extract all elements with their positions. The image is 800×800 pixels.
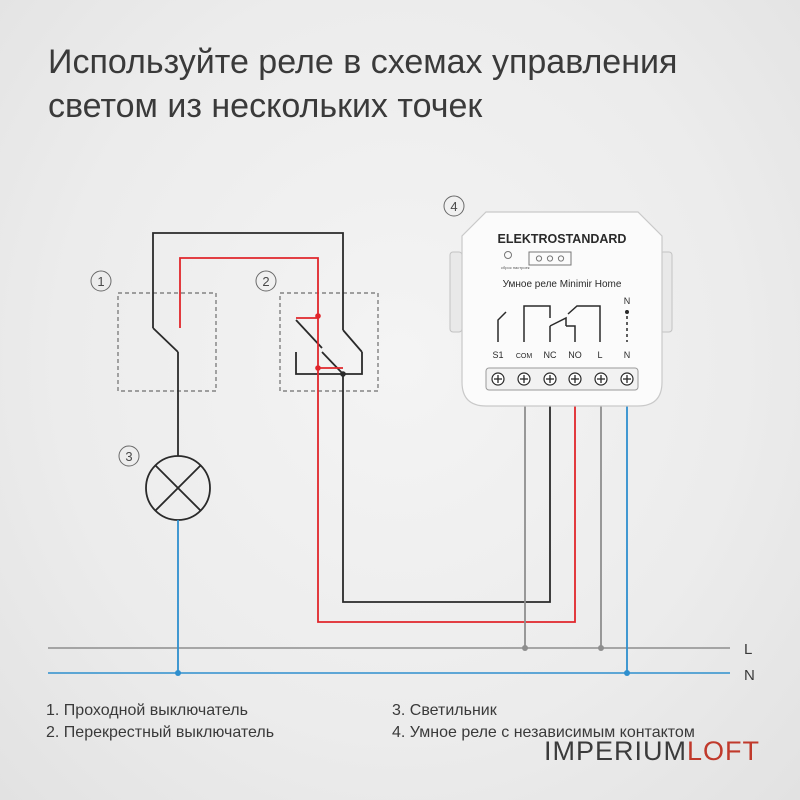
terminal-label-nc: NC xyxy=(544,350,557,360)
terminal-screw-com xyxy=(517,372,531,386)
terminal-screw-s1 xyxy=(491,372,505,386)
legend-item-2: 2. Перекрестный выключатель xyxy=(46,724,275,741)
node-s1-l xyxy=(522,645,528,651)
terminal-label-no: NO xyxy=(568,350,582,360)
relay-internal-n-dot xyxy=(625,310,629,314)
relay-internal-s1 xyxy=(497,311,507,342)
marker-2: 2 xyxy=(255,270,277,292)
relay-internal-no xyxy=(566,325,576,342)
switch-2-node-red-top xyxy=(315,313,321,319)
svg-text:2: 2 xyxy=(262,274,269,289)
legend-left: 1. Проходной выключатель 2. Перекрестный… xyxy=(46,700,274,744)
terminal-screw-n xyxy=(620,372,634,386)
terminal-label-s1: S1 xyxy=(492,350,503,360)
relay-reset-label: сброс настроек xyxy=(501,265,530,270)
relay-led-1 xyxy=(535,255,543,262)
traveler-wire-black xyxy=(152,232,344,322)
brand-logo: IMPERIUMLOFT xyxy=(544,736,760,767)
traveler-wire-red xyxy=(179,257,319,322)
relay-internal-switch xyxy=(549,316,567,327)
relay-led-2 xyxy=(546,255,554,262)
brand-main: IMPERIUM xyxy=(543,736,687,766)
terminal-label-l: L xyxy=(597,350,602,360)
relay-neutral-mark: N xyxy=(624,296,631,306)
legend-item-3: 3. Светильник xyxy=(392,702,497,719)
legend-item-1: 1. Проходной выключатель xyxy=(46,702,248,719)
lamp-neutral-node xyxy=(175,670,181,676)
svg-text:3: 3 xyxy=(125,449,132,464)
terminal-label-com: COM xyxy=(516,353,533,360)
switch-1-box xyxy=(117,292,217,392)
relay-led-strip xyxy=(528,251,572,266)
title-line-2: светом из нескольких точек xyxy=(48,87,483,125)
wire-red-to-no xyxy=(317,368,576,623)
relay-internal-com xyxy=(523,305,551,342)
switch-2-cross xyxy=(321,351,344,375)
page-title: Используйте реле в схемах управления све… xyxy=(48,40,768,128)
title-line-1: Используйте реле в схемах управления xyxy=(48,43,678,81)
relay-internal-l xyxy=(567,305,601,342)
brand-accent: LOFT xyxy=(686,736,760,766)
terminal-screw-l xyxy=(594,372,608,386)
relay-reset-button xyxy=(504,251,512,259)
svg-text:1: 1 xyxy=(97,274,104,289)
switch-2-box xyxy=(279,292,379,392)
terminal-screw-nc xyxy=(543,372,557,386)
terminal-screw-no xyxy=(568,372,582,386)
marker-3: 3 xyxy=(118,445,140,467)
relay-terminal-block xyxy=(485,367,639,391)
switch-1-blade xyxy=(152,327,179,353)
relay-name: Умное реле Minimir Home xyxy=(503,279,622,290)
marker-1: 1 xyxy=(90,270,112,292)
wire-black-to-com xyxy=(342,374,551,603)
relay-brand: ELEKTROSTANDARD xyxy=(498,232,627,246)
marker-4: 4 xyxy=(443,195,465,217)
node-n-n xyxy=(624,670,630,676)
legend-item-4: 4. Умное реле с независимым контактом xyxy=(392,724,695,741)
line-l-label: L xyxy=(744,641,752,658)
lamp-cross-2 xyxy=(154,464,202,512)
switch-2-blade-c xyxy=(342,329,363,353)
terminal-label-n: N xyxy=(624,350,631,360)
svg-text:4: 4 xyxy=(450,199,457,214)
line-n-label: N xyxy=(744,667,755,684)
relay-body xyxy=(461,211,663,407)
legend-right: 3. Светильник 4. Умное реле с независимы… xyxy=(392,700,695,744)
relay-side-tab-left xyxy=(449,251,463,333)
switch-2-bottom-black xyxy=(295,352,363,375)
relay-led-3 xyxy=(557,255,565,262)
node-l-l xyxy=(598,645,604,651)
